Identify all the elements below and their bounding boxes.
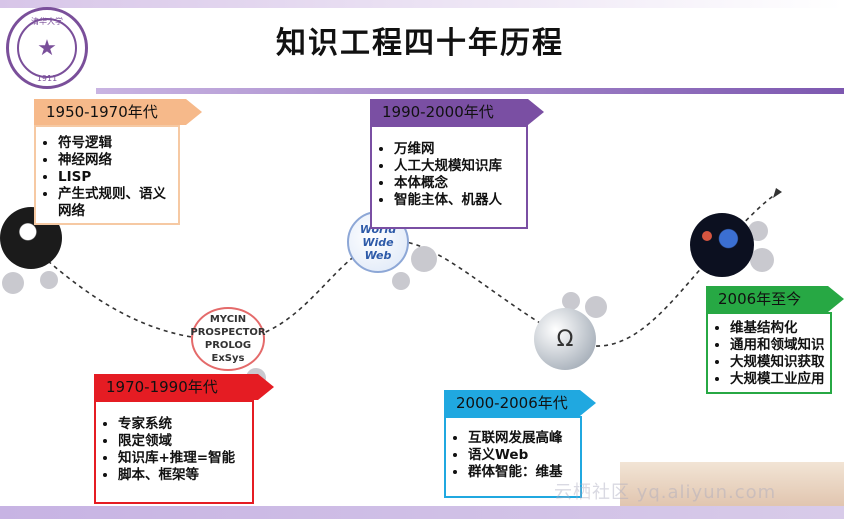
- www-word: Wide: [362, 235, 394, 249]
- era-item: 大规模知识获取: [730, 354, 830, 371]
- campus-building-image: [620, 462, 844, 506]
- era-item: 知识库+推理=智能: [118, 450, 252, 467]
- era-tag-1950: 1950-1970年代: [34, 99, 202, 125]
- era-item: 产生式规则、语义网络: [58, 186, 178, 220]
- space-globe-icon: [690, 213, 754, 277]
- top-bar: [0, 0, 844, 8]
- expert-system-name: PROLOG: [204, 340, 252, 351]
- era-item: 大规模工业应用: [730, 371, 830, 388]
- era-tag-1990: 1990-2000年代: [370, 99, 544, 125]
- era-box-1950: 符号逻辑 神经网络 LISP 产生式规则、语义网络: [34, 125, 180, 225]
- bottom-bar: [0, 506, 844, 519]
- era-item: 专家系统: [118, 416, 252, 433]
- era-item: 语义Web: [468, 447, 580, 464]
- watermark: 云栖社区 yq.aliyun.com: [554, 482, 777, 503]
- decor-dot: [40, 271, 58, 289]
- seal-year: 1911: [36, 74, 58, 83]
- era-item: 万维网: [394, 141, 526, 158]
- era-tag-1970: 1970-1990年代: [94, 374, 274, 400]
- era-box-1990: 万维网 人工大规模知识库 本体概念 智能主体、机器人: [370, 125, 528, 229]
- era-item: 人工大规模知识库: [394, 158, 526, 175]
- expert-systems-node: MYCIN PROSPECTOR PROLOG ExSys: [190, 307, 266, 371]
- decor-dot: [748, 221, 768, 241]
- expert-system-name: MYCIN: [209, 314, 247, 325]
- era-item: 通用和领域知识: [730, 337, 830, 354]
- wikipedia-globe-icon: Ω: [534, 308, 596, 370]
- era-item: 神经网络: [58, 152, 178, 169]
- decor-dot: [411, 246, 437, 272]
- era-item: 群体智能：维基: [468, 464, 580, 481]
- era-item: 脚本、框架等: [118, 467, 252, 484]
- www-word: Web: [364, 248, 392, 262]
- era-tag-2000: 2000-2006年代: [444, 390, 596, 416]
- era-item: 维基结构化: [730, 320, 830, 337]
- seal-text: 清华大学: [31, 17, 63, 26]
- era-box-1970: 专家系统 限定领域 知识库+推理=智能 脚本、框架等: [94, 400, 254, 504]
- decor-dot: [562, 292, 580, 310]
- page-title: 知识工程四十年历程: [276, 26, 564, 61]
- title-rule: [96, 88, 844, 94]
- decor-dot: [392, 272, 410, 290]
- era-item: 限定领域: [118, 433, 252, 450]
- decor-dot: [750, 248, 774, 272]
- era-item: 智能主体、机器人: [394, 192, 526, 209]
- era-box-2000: 互联网发展高峰 语义Web 群体智能：维基: [444, 416, 582, 498]
- expert-system-name: ExSys: [211, 353, 245, 364]
- era-item: 互联网发展高峰: [468, 430, 580, 447]
- star-icon: ★: [17, 18, 77, 78]
- era-item: LISP: [58, 169, 178, 186]
- decor-dot: [585, 296, 607, 318]
- university-seal: 清华大学 ★ 1911: [6, 7, 88, 89]
- era-tag-2006: 2006年至今: [706, 286, 844, 312]
- era-item: 符号逻辑: [58, 135, 178, 152]
- expert-system-name: PROSPECTOR: [190, 327, 266, 338]
- decor-dot: [2, 272, 24, 294]
- era-box-2006: 维基结构化 通用和领域知识 大规模知识获取 大规模工业应用: [706, 312, 832, 394]
- era-item: 本体概念: [394, 175, 526, 192]
